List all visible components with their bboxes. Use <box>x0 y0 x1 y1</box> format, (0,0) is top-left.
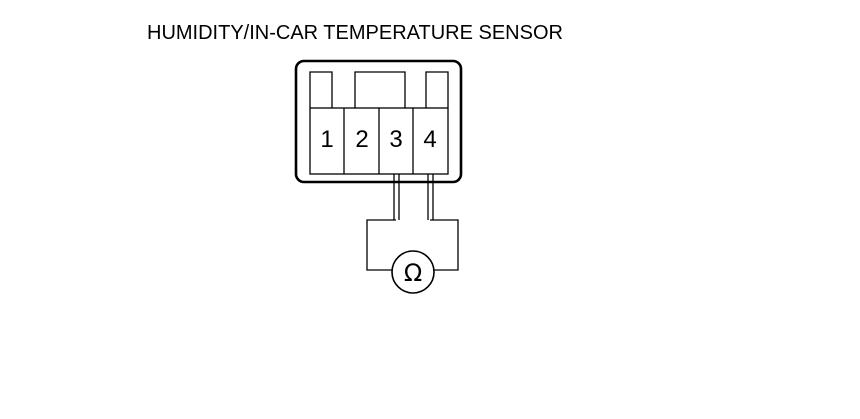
ohmmeter-icon <box>391 250 435 294</box>
meter-lead-right <box>430 219 459 271</box>
diagram-title: HUMIDITY/IN-CAR TEMPERATURE SENSOR <box>147 22 563 44</box>
pin-2-label: 2 <box>355 126 368 153</box>
pin-4-label: 4 <box>423 126 436 153</box>
probe-leads <box>393 174 434 220</box>
ohm-symbol: Ω <box>404 259 422 287</box>
pin-3-label: 3 <box>389 126 402 153</box>
pin-1-label: 1 <box>320 126 333 153</box>
connector-housing <box>294 59 463 184</box>
meter-lead-left <box>366 219 396 271</box>
